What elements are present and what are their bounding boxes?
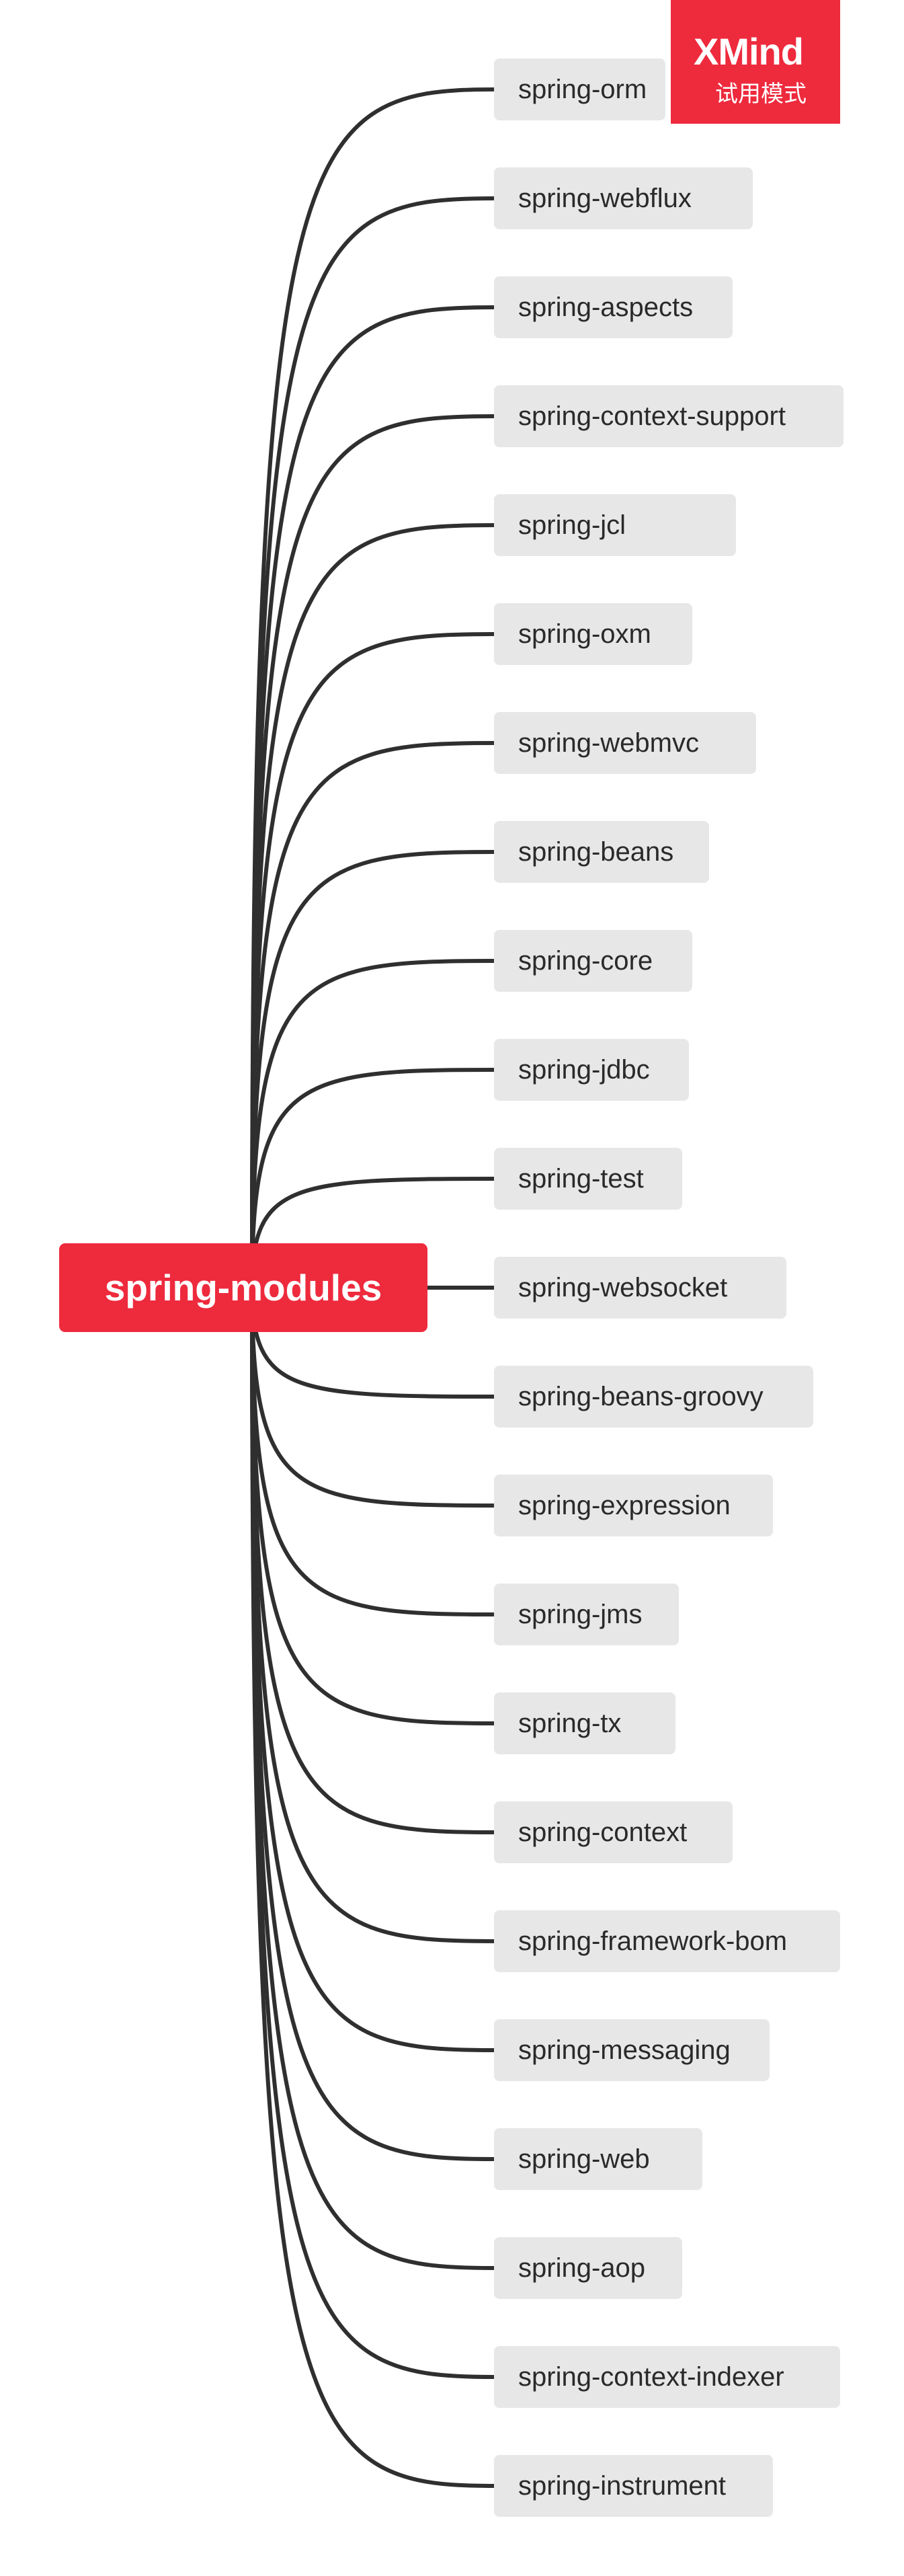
subtopic-node[interactable]: spring-oxm [494, 603, 692, 665]
connector-line [250, 523, 496, 1290]
central-topic[interactable]: spring-modules [59, 1243, 427, 1332]
subtopic-node[interactable]: spring-webflux [494, 167, 753, 229]
connector-line [250, 959, 496, 1290]
subtopic-node[interactable]: spring-orm [494, 58, 665, 120]
subtopic-node[interactable]: spring-web [494, 2128, 702, 2190]
connector-line [250, 305, 496, 1290]
subtopic-node[interactable]: spring-test [494, 1148, 682, 1210]
subtopic-node[interactable]: spring-instrument [494, 2455, 773, 2517]
watermark-brand: XMind [694, 30, 804, 73]
connector-line [250, 850, 496, 1290]
subtopic-node[interactable]: spring-jms [494, 1584, 679, 1645]
subtopic-node[interactable]: spring-aspects [494, 276, 733, 338]
connector-line [250, 741, 496, 1290]
subtopic-node[interactable]: spring-webmvc [494, 712, 756, 774]
subtopic-node[interactable]: spring-jdbc [494, 1039, 689, 1101]
subtopic-node[interactable]: spring-aop [494, 2237, 682, 2299]
connector-line [250, 1068, 496, 1290]
subtopic-node[interactable]: spring-tx [494, 1692, 675, 1754]
subtopic-node[interactable]: spring-beans [494, 821, 709, 883]
subtopic-node[interactable]: spring-messaging [494, 2019, 770, 2081]
watermark-mode: 试用模式 [715, 81, 807, 107]
connector-line [250, 1286, 496, 1616]
xmind-trial-watermark: XMind 试用模式 [671, 0, 840, 124]
subtopic-node[interactable]: spring-beans-groovy [494, 1366, 813, 1428]
subtopic-node[interactable]: spring-expression [494, 1475, 773, 1536]
subtopic-node[interactable]: spring-websocket [494, 1257, 786, 1319]
subtopic-node[interactable]: spring-context-indexer [494, 2346, 840, 2408]
subtopic-node[interactable]: spring-framework-bom [494, 1910, 840, 1972]
subtopic-node[interactable]: spring-jcl [494, 494, 736, 556]
connector-line [250, 1286, 496, 2052]
connector-line [250, 1286, 496, 2488]
subtopic-node[interactable]: spring-context [494, 1801, 733, 1863]
subtopic-node[interactable]: spring-core [494, 930, 692, 992]
connector-line [250, 1286, 496, 2270]
subtopic-node[interactable]: spring-context-support [494, 385, 844, 447]
connector-line [250, 1286, 496, 1834]
